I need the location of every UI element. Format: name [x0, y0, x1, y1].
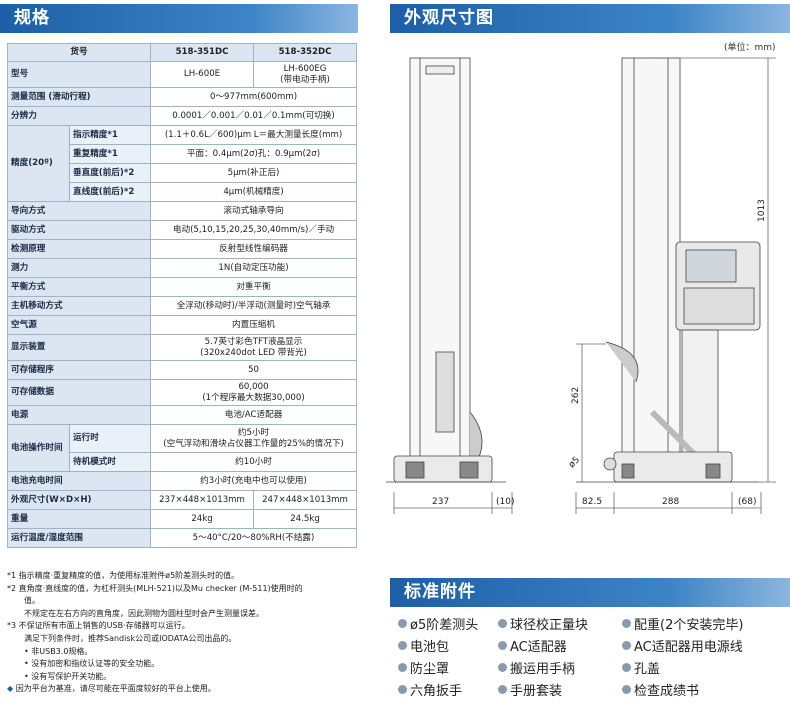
- cell-value: 237×448×1013mm: [150, 490, 255, 510]
- dimension-section-title: 外观尺寸图: [390, 4, 790, 33]
- cell-value: 平面：0.4μm(2σ)孔：0.9μm(2σ): [150, 144, 358, 164]
- accessory-item: 检查成绩书: [622, 680, 699, 699]
- dim-label-68: (68): [738, 497, 756, 507]
- row-label: 电池充电时间: [6, 471, 152, 491]
- cell-value: 24.5kg: [253, 509, 358, 529]
- row-label: 主机移动方式: [6, 296, 152, 316]
- front-view-dimensions: [575, 57, 776, 514]
- row-label: 重量: [6, 509, 152, 529]
- cell-value: 24kg: [150, 509, 255, 529]
- row-group-label: 电池操作时间: [7, 424, 70, 472]
- accessory-item: 孔盖: [622, 658, 660, 677]
- row-label: 空气源: [6, 315, 152, 335]
- row-label: 驱动方式: [6, 220, 152, 240]
- accessory-item: 搬运用手柄: [498, 658, 575, 677]
- footnote: ◆ 因为平台为基准，请尽可能在平面度较好的平台上使用。: [7, 684, 216, 694]
- row-label: 运行温度/湿度范围: [6, 528, 152, 548]
- cell-value: 内置压缩机: [150, 315, 358, 335]
- cell-value: 1N(自动定压功能): [150, 258, 358, 278]
- side-view-drawing: [386, 57, 506, 483]
- accessory-item: 六角扳手: [398, 680, 462, 699]
- cell-value: 4μm(机械精度): [150, 182, 358, 202]
- row-sublabel: 指示精度*1: [68, 125, 152, 145]
- dim-label-10: (10): [496, 497, 514, 507]
- accessory-item: 防尘罩: [398, 658, 449, 677]
- footnote: • 没有加密和指纹认证等的安全功能。: [24, 659, 160, 669]
- row-label: 可存储数据: [6, 379, 152, 406]
- footnote: 不规定在左右方向的直角度，因此测物为圆柱型时会产生测量误差。: [24, 608, 264, 618]
- footnote: 值。: [24, 596, 40, 606]
- dim-label-262: 262: [571, 387, 581, 404]
- cell-value: 0.0001／0.001／0.01／0.1mm(可切换): [150, 106, 358, 126]
- row-label: 显示装置: [6, 334, 152, 361]
- row-sublabel: 直线度(前后)*2: [68, 182, 152, 202]
- dim-label-237: 237: [432, 497, 449, 507]
- cell-value: 约3小时(充电中也可以使用): [150, 471, 358, 491]
- cell-value: 60,000(1个程序最大数据30,000): [150, 379, 358, 406]
- row-group-label: 精度(20º): [7, 125, 70, 202]
- cell-value: 50: [150, 360, 358, 380]
- dim-label-288: 288: [662, 497, 679, 507]
- accessory-item: ø5阶差测头: [398, 614, 478, 633]
- dim-label-1013: 1013: [757, 199, 767, 222]
- spec-table: 货号 518-351DC 518-352DC 型号 LH-600E LH-600…: [6, 43, 358, 548]
- footnote: • 非USB3.0规格。: [24, 646, 93, 656]
- cell-value: 5.7英寸彩色TFT液晶显示(320x240dot LED 带背光): [150, 334, 358, 361]
- row-label: 分辨力: [6, 106, 152, 126]
- row-label: 电源: [6, 405, 152, 425]
- cell-value: 反射型线性编码器: [150, 239, 358, 259]
- cell-value: 电动(5,10,15,20,25,30,40mm/s)／手动: [150, 220, 358, 240]
- spec-section-title: 规格: [0, 4, 358, 33]
- unit-label: (单位：mm): [724, 43, 776, 53]
- row-label: 测力: [6, 258, 152, 278]
- accessory-item: 手册套装: [498, 680, 562, 699]
- accessory-item: 球径校正量块: [498, 614, 588, 633]
- cell-value: 全浮动(移动时)/半浮动(测量时)空气轴承: [150, 296, 358, 316]
- accessories-section-title: 标准附件: [390, 578, 790, 607]
- footnotes: *1 指示精度·重复精度的值，为使用标准附件ø5阶差测头时的值。 *2 直角度·…: [7, 570, 359, 696]
- row-label: 平衡方式: [6, 277, 152, 297]
- accessory-item: 配重(2个安装完毕): [622, 614, 743, 633]
- cell-value: 对重平衡: [150, 277, 358, 297]
- row-label: 检测原理: [6, 239, 152, 259]
- side-view-dimensions: [393, 492, 513, 514]
- header-item-no: 货号: [6, 43, 152, 62]
- dim-label-dia5: ø5: [567, 455, 582, 470]
- cell-value: (1.1＋0.6L／600)μm L＝最大测量长度(mm): [150, 125, 358, 145]
- header-model-1: 518-351DC: [150, 43, 255, 62]
- header-model-2: 518-352DC: [253, 43, 358, 62]
- row-label: 测量范围 (滑动行程): [6, 87, 152, 107]
- cell-value: LH-600E: [150, 61, 255, 88]
- footnote: *2 直角度·直线度的值，为杠杆测头(MLH-521)以及Mu checker …: [7, 583, 303, 593]
- dimension-drawing: 237 (10) 1013 262 ø5 82.5 288 (68): [386, 57, 776, 514]
- cell-value: 5～40°C/20～80%RH(不结露): [150, 528, 358, 548]
- cell-value: 0～977mm(600mm): [150, 87, 358, 107]
- row-label: 外观尺寸(W×D×H): [6, 490, 152, 510]
- row-label: 导向方式: [6, 201, 152, 221]
- cell-value: 约5小时(空气浮动和滑块占仪器工作量的25%的情况下): [150, 424, 358, 453]
- cell-value: LH-600EG(带电动手柄): [253, 61, 358, 88]
- cell-value: 滚动式轴承导向: [150, 201, 358, 221]
- footnote: • 没有写保护开关功能。: [24, 671, 112, 681]
- row-sublabel: 垂直度(前后)*2: [68, 163, 152, 183]
- accessory-item: 电池包: [398, 636, 449, 655]
- row-sublabel: 重复精度*1: [68, 144, 152, 164]
- cell-value: 电池/AC适配器: [150, 405, 358, 425]
- front-view-drawing: [576, 57, 761, 483]
- accessory-item: AC适配器用电源线: [622, 636, 743, 655]
- row-sublabel: 运行时: [68, 424, 152, 453]
- accessory-item: AC适配器: [498, 636, 567, 655]
- footnote: 满足下列条件时，推荐Sandisk公司或IODATA公司出品的。: [24, 633, 237, 643]
- cell-value: 约10小时: [150, 452, 358, 472]
- cell-value: 247×448×1013mm: [253, 490, 358, 510]
- row-label: 型号: [6, 61, 152, 88]
- row-sublabel: 待机模式时: [68, 452, 152, 472]
- footnote: *1 指示精度·重复精度的值，为使用标准附件ø5阶差测头时的值。: [7, 571, 240, 580]
- cell-value: 5μm(补正后): [150, 163, 358, 183]
- dim-label-82-5: 82.5: [582, 497, 602, 507]
- footnote: *3 不保证所有市面上销售的USB·存储器可以运行。: [7, 621, 190, 631]
- row-label: 可存储程序: [6, 360, 152, 380]
